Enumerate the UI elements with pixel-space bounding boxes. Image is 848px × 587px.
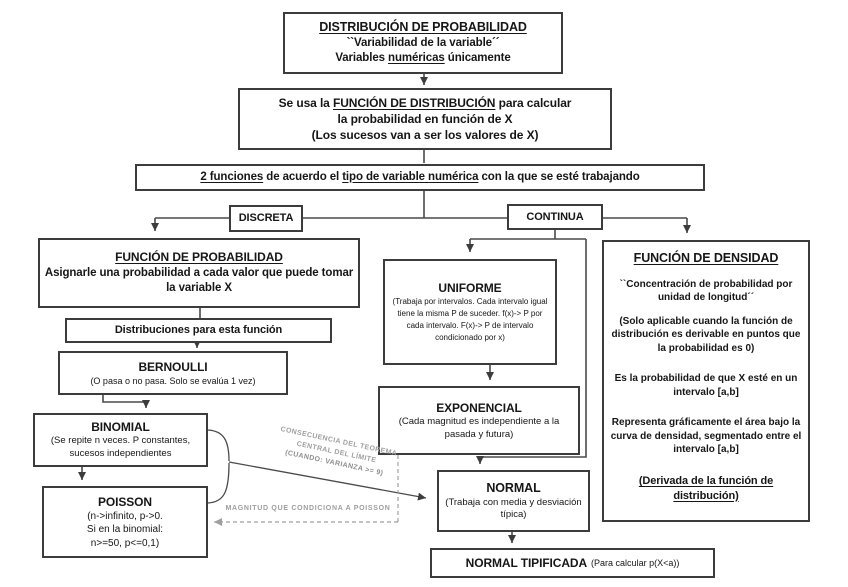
nt-title: NORMAL TIPIFICADA <box>465 555 588 570</box>
poisson-title: POISSON <box>98 494 152 509</box>
fd-line3: (Los sucesos van a ser los valores de X) <box>311 128 539 143</box>
densidad-p5: (Derivada de la función de distribución) <box>638 474 774 502</box>
branch-discreta: DISCRETA <box>229 205 303 232</box>
node-dos-funciones: 2 funciones de acuerdo el tipo de variab… <box>135 164 705 191</box>
uniforme-title: UNIFORME <box>438 280 502 295</box>
fp-title: FUNCIÓN DE PROBABILIDAD <box>115 250 283 265</box>
branch-continua: CONTINUA <box>507 204 603 230</box>
densidad-p4: Representa gráficamente el área bajo la … <box>610 417 802 456</box>
poisson-line3: n>=50, p<=0,1) <box>90 537 160 549</box>
node-funcion-densidad: FUNCIÓN DE DENSIDAD ``Concentración de p… <box>602 240 810 522</box>
node-distribuciones-funcion: Distribuciones para esta función <box>65 318 332 343</box>
node-exponencial: EXPONENCIAL (Cada magnitud es independie… <box>378 386 580 455</box>
tf-part4: con la que se esté trabajando <box>478 170 640 183</box>
node-uniforme: UNIFORME (Trabaja por intervalos. Cada i… <box>383 259 557 365</box>
line3-prefix: Variables <box>335 52 389 65</box>
node-distribucion-probabilidad: DISTRIBUCIÓN DE PROBABILIDAD ``Variabili… <box>283 12 563 74</box>
bernoulli-body: (O pasa o no pasa. Solo se evalúa 1 vez) <box>90 376 256 387</box>
binomial-line1: (Se repite n veces. P constantes, <box>50 435 191 447</box>
node-funcion-distribucion: Se usa la FUNCIÓN DE DISTRIBUCIÓN para c… <box>238 88 612 150</box>
densidad-p1: ``Concentración de probabilidad por unid… <box>619 278 793 304</box>
fd-line1: Se usa la FUNCIÓN DE DISTRIBUCIÓN para c… <box>279 95 572 111</box>
line3-underlined: numéricas <box>388 52 445 65</box>
binomial-line2: sucesos independientes <box>69 448 172 460</box>
tf-part2: de acuerdo el <box>263 170 343 183</box>
node-subtitle: ``Variabilidad de la variable´´ <box>346 36 500 49</box>
normal-title: NORMAL <box>486 480 541 495</box>
fd-line1-prefix: Se usa la <box>278 95 333 110</box>
exponencial-body: (Cada magnitud es independiente a la pas… <box>398 415 560 440</box>
continua-label: CONTINUA <box>526 210 584 223</box>
tf-part1: 2 funciones <box>200 170 264 183</box>
node-normal-tipificada: NORMAL TIPIFICADA (Para calcular p(X<a)) <box>430 548 715 578</box>
tf-part3: tipo de variable numérica <box>342 170 479 183</box>
discreta-label: DISCRETA <box>238 212 294 225</box>
bernoulli-title: BERNOULLI <box>138 359 208 374</box>
fp-body: Asignarle una probabilidad a cada valor … <box>44 266 354 295</box>
densidad-title: FUNCIÓN DE DENSIDAD <box>633 251 779 265</box>
fd-line2: la probabilidad en función de X <box>337 111 513 126</box>
nt-note: (Para calcular p(X<a)) <box>591 557 680 568</box>
line3-suffix: únicamente <box>444 52 511 65</box>
node-bernoulli: BERNOULLI (O pasa o no pasa. Solo se eva… <box>58 351 288 395</box>
node-funcion-probabilidad: FUNCIÓN DE PROBABILIDAD Asignarle una pr… <box>38 238 360 308</box>
two-functions-text: 2 funciones de acuerdo el tipo de variab… <box>200 170 639 186</box>
densidad-p3: Es la probabilidad de que X esté en un i… <box>614 373 798 398</box>
binomial-title: BINOMIAL <box>91 420 150 435</box>
node-line3: Variables numéricas únicamente <box>335 51 510 67</box>
poisson-line1: (n->infinito, p->0. <box>87 510 163 522</box>
normal-body: (Trabaja con media y desviación típica) <box>445 496 582 521</box>
densidad-p2: (Solo aplicable cuando la función de dis… <box>611 315 801 354</box>
dff-label: Distribuciones para esta función <box>114 324 283 337</box>
poisson-magnitude-annotation: MAGNITUD QUE CONDICIONA A POISSON <box>208 505 408 512</box>
node-normal: NORMAL (Trabaja con media y desviación t… <box>437 470 590 532</box>
node-poisson: POISSON (n->infinito, p->0. Si en la bin… <box>42 486 208 558</box>
node-binomial: BINOMIAL (Se repite n veces. P constante… <box>33 413 208 467</box>
fd-line1-underlined: FUNCIÓN DE DISTRIBUCIÓN <box>333 95 496 110</box>
poisson-line2: Si en la binomial: <box>86 524 164 536</box>
magnitude-label: MAGNITUD QUE CONDICIONA A POISSON <box>225 505 391 512</box>
exponencial-title: EXPONENCIAL <box>436 400 522 415</box>
fd-line1-suffix: para calcular <box>495 95 572 110</box>
node-title: DISTRIBUCIÓN DE PROBABILIDAD <box>319 20 527 35</box>
uniforme-body: (Trabaja por intervalos. Cada intervalo … <box>392 297 548 343</box>
